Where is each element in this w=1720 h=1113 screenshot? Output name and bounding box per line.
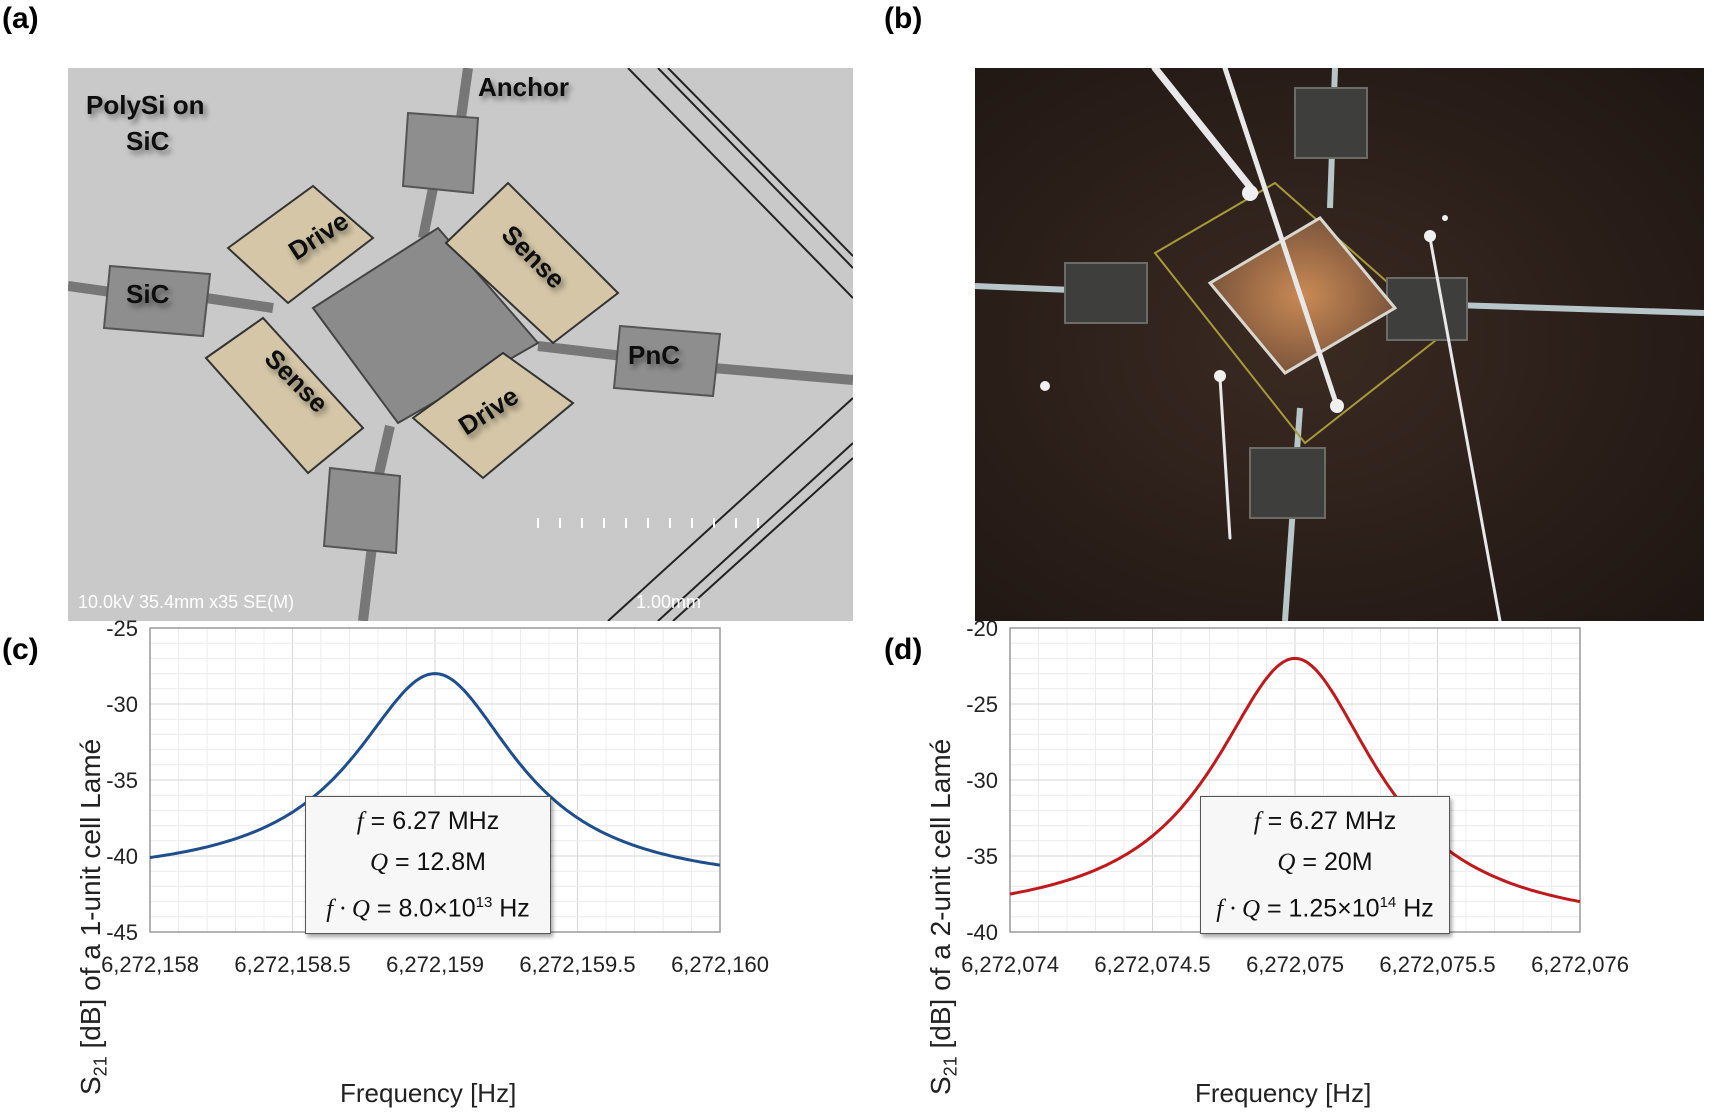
chart-c-y-tick-label: -45 <box>106 920 138 945</box>
chart-d-x-tick-label: 6,272,074 <box>961 952 1059 977</box>
sem-sic-label: SiC <box>126 279 170 309</box>
chart-c-annotation-q: Q = 12.8M <box>369 848 487 876</box>
chart-d-y-tick-label: -30 <box>966 768 998 793</box>
chart-c-x-tick-label: 6,272,159.5 <box>519 952 635 977</box>
chart-c-y-tick-label: -30 <box>106 692 138 717</box>
sem-info-text: 10.0kV 35.4mm x35 SE(M) <box>78 592 294 612</box>
photo-image <box>975 68 1704 621</box>
sem-scale-text: 1.00mm <box>636 592 701 612</box>
chart-c-x-tick-label: 6,272,159 <box>386 952 484 977</box>
chart-d-annotation-box: f = 6.27 MHz Q = 20M f · Q = 1.25×1014 H… <box>1200 796 1450 935</box>
chart-c-x-axis-label: Frequency [Hz] <box>340 1078 517 1108</box>
sem-material-line2: SiC <box>126 126 170 156</box>
chart-d-x-ticks: 6,272,074 6,272,074.5 6,272,075 6,272,075.5… <box>961 952 1629 977</box>
sense-electrode-left <box>204 316 365 475</box>
chart-c-annotation-box: f = 6.27 MHz Q = 12.8M f · Q = 8.0×1013 … <box>305 796 551 935</box>
chart-d-y-tick-label: -40 <box>966 920 998 945</box>
chart-d-y-tick-label: -35 <box>966 844 998 869</box>
sem-pnc-label: PnC <box>628 340 680 370</box>
sem-micrograph: PolySi on SiC Anchor SiC PnC Drive Sense… <box>68 68 853 621</box>
chart-c-annotation-freq: f = 6.27 MHz <box>356 807 500 835</box>
chart-d-x-tick-label: 6,272,075.5 <box>1379 952 1495 977</box>
chart-d-x-tick-label: 6,272,075 <box>1246 952 1344 977</box>
chart-d-y-ticks: -20 -25 -30 -35 -40 <box>966 620 998 945</box>
drive-electrode-top <box>226 184 375 305</box>
panel-label-b: (b) <box>884 2 923 35</box>
panel-label-a: (a) <box>2 2 39 35</box>
panel-label-c: (c) <box>2 633 39 666</box>
chart-d-y-tick-label: -25 <box>966 692 998 717</box>
chart-d-annotation-fq: f · Q = 1.25×1014 Hz <box>1216 894 1434 923</box>
optical-photo <box>975 68 1704 621</box>
chart-d-y-tick-label: -20 <box>966 620 998 641</box>
chart-c-y-axis-label: S21 [dB] of a 1-unit cell Lamé <box>75 738 111 1095</box>
sense-electrode-right <box>444 181 620 345</box>
chart-d-x-tick-label: 6,272,074.5 <box>1094 952 1210 977</box>
chart-c-x-tick-label: 6,272,158.5 <box>234 952 350 977</box>
chart-d-x-axis-label: Frequency [Hz] <box>1195 1078 1372 1108</box>
chart-d-series-line <box>1009 656 1581 904</box>
chart-c-y-tick-label: -25 <box>106 620 138 641</box>
chart-c-x-ticks: 6,272,158 6,272,158.5 6,272,159 6,272,159.5… <box>101 952 769 977</box>
chart-c-annotation-fq: f · Q = 8.0×1013 Hz <box>326 894 530 923</box>
drive-electrode-bottom <box>411 351 575 480</box>
chart-c-x-tick-label: 6,272,158 <box>101 952 199 977</box>
chart-d-y-axis-label: S21 [dB] of a 2-unit cell Lamé <box>925 738 961 1095</box>
chart-c-y-tick-label: -35 <box>106 768 138 793</box>
chart-c-y-ticks: -25 -30 -35 -40 -45 <box>106 620 138 945</box>
sem-image: PolySi on SiC Anchor SiC PnC Drive Sense… <box>68 68 853 621</box>
chart-d-annotation-q: Q = 20M <box>1277 848 1373 876</box>
chart-d-x-tick-label: 6,272,076 <box>1531 952 1629 977</box>
sem-material-line1: PolySi on <box>86 90 204 120</box>
panel-label-d: (d) <box>884 633 923 666</box>
chart-d-annotation-freq: f = 6.27 MHz <box>1253 807 1397 835</box>
sem-anchor-label: Anchor <box>478 72 569 102</box>
chart-c-series-line <box>149 672 721 867</box>
chart-c-y-tick-label: -40 <box>106 844 138 869</box>
chart-c-x-tick-label: 6,272,160 <box>671 952 769 977</box>
